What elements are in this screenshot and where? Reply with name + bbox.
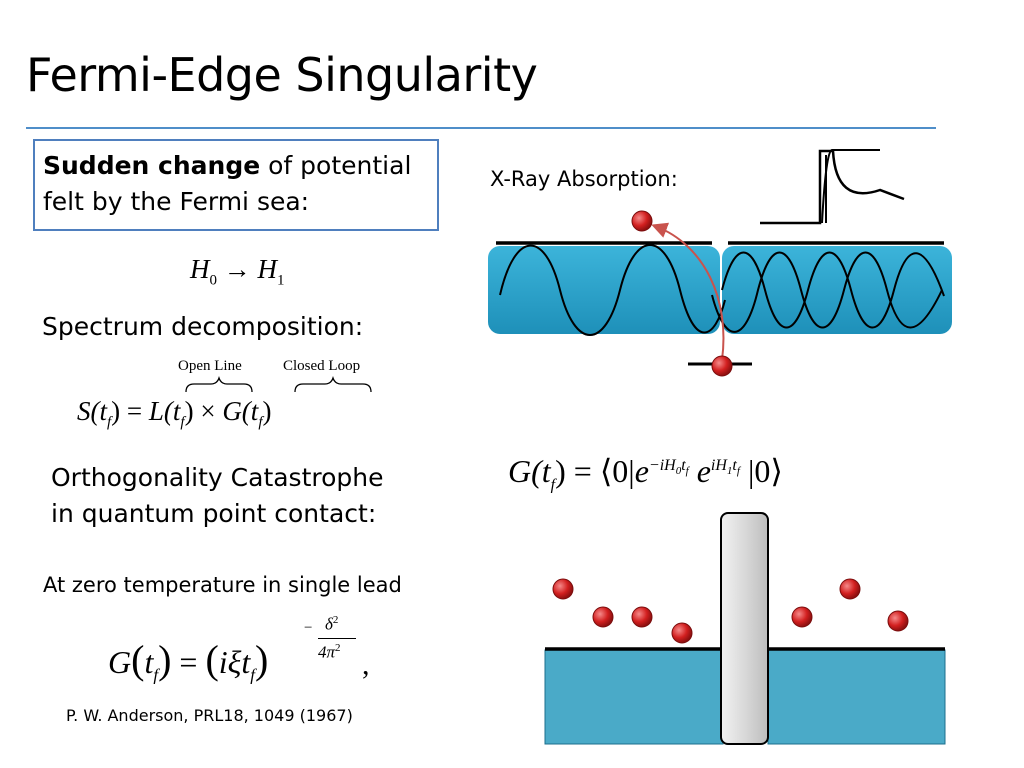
statement-text: Sudden change of potential felt by the F… bbox=[43, 148, 438, 220]
exp1-text: −iH bbox=[648, 457, 676, 475]
fermi-sea-left bbox=[488, 246, 720, 334]
exponent-numerator: δ2 bbox=[325, 614, 338, 635]
closed-loop-brace bbox=[294, 375, 372, 393]
sub-f: f bbox=[107, 414, 112, 431]
h0-symbol: H bbox=[190, 254, 210, 284]
pi-sup: 2 bbox=[335, 642, 341, 654]
particle bbox=[671, 622, 693, 644]
statement-bold: Sudden change bbox=[43, 151, 261, 180]
g-of-t: G(t bbox=[222, 396, 259, 426]
title-divider bbox=[26, 127, 936, 129]
t-symbol: t bbox=[144, 644, 154, 680]
xray-label: X-Ray Absorption: bbox=[490, 167, 678, 191]
i-xi-t: iξt bbox=[218, 644, 251, 680]
wave-right-b bbox=[711, 251, 943, 333]
fermi-sea-right bbox=[722, 246, 952, 334]
exp2-text: iH bbox=[710, 457, 727, 475]
delta-sup: 2 bbox=[332, 614, 339, 626]
exponent-fraction-bar bbox=[318, 638, 356, 639]
particle bbox=[631, 606, 653, 628]
particle bbox=[791, 606, 813, 628]
equals: ) = bbox=[555, 453, 592, 489]
g-close: ) bbox=[262, 396, 272, 426]
spectrum-heading: Spectrum decomposition: bbox=[42, 312, 364, 341]
absorption-edge-curve-2 bbox=[821, 149, 880, 224]
sub-f: f bbox=[153, 665, 159, 685]
exp1-tsub: f bbox=[685, 465, 689, 478]
sub-f: f bbox=[550, 476, 556, 494]
particle bbox=[552, 578, 574, 600]
particle bbox=[887, 610, 909, 632]
slide-title: Fermi-Edge Singularity bbox=[26, 48, 538, 102]
overlap-formula: G(tf) = ⟨0|e−iH0tf eiH1tf |0⟩ bbox=[508, 452, 783, 494]
h0-subscript: 0 bbox=[209, 272, 218, 289]
four-pi: 4π bbox=[318, 642, 336, 662]
statement-rest: of potential felt by the Fermi sea: bbox=[43, 151, 412, 216]
h1-symbol: H bbox=[257, 254, 278, 284]
excitation-arrow bbox=[651, 222, 725, 361]
wave-left bbox=[499, 244, 726, 336]
exp1-t: t bbox=[681, 457, 686, 475]
l-of-t: L(t bbox=[148, 396, 181, 426]
orthogonality-line2: in quantum point contact: bbox=[51, 499, 377, 528]
orthogonality-heading: Orthogonality Catastrophe in quantum poi… bbox=[51, 460, 384, 532]
equals: = bbox=[179, 644, 198, 680]
qpc-lead-right bbox=[767, 649, 946, 745]
sub-f: f bbox=[180, 414, 185, 431]
h1-subscript: 1 bbox=[277, 272, 285, 289]
exponent-minus: − bbox=[304, 620, 313, 636]
g-symbol: G bbox=[108, 644, 132, 680]
exp-e2: e bbox=[696, 453, 711, 489]
zero-temp-formula: G(tf) = (iξtf) bbox=[108, 637, 269, 685]
sub-f: f bbox=[250, 665, 255, 685]
times-symbol: × bbox=[200, 396, 216, 426]
absorption-edge-curve bbox=[760, 149, 905, 225]
g-of-t: G(t bbox=[508, 453, 551, 489]
ket-zero: |0⟩ bbox=[747, 453, 783, 489]
zero-temp-text: At zero temperature in single lead bbox=[43, 573, 402, 597]
exp2-tsub: f bbox=[736, 465, 740, 478]
equals: ) = bbox=[111, 396, 143, 426]
core-hole bbox=[711, 355, 733, 377]
open-line-brace bbox=[185, 375, 253, 393]
particle bbox=[592, 606, 614, 628]
open-line-label: Open Line bbox=[178, 358, 242, 374]
exp1-sub: 0 bbox=[675, 465, 682, 478]
statement-box bbox=[33, 139, 439, 231]
excited-electron bbox=[631, 210, 653, 232]
orthogonality-line1: Orthogonality Catastrophe bbox=[51, 463, 384, 492]
citation: P. W. Anderson, PRL18, 1049 (1967) bbox=[66, 706, 353, 725]
exp-e1: e bbox=[634, 453, 649, 489]
formula-comma: , bbox=[362, 648, 370, 681]
arrow-symbol: → bbox=[223, 254, 251, 284]
delta: δ bbox=[325, 614, 333, 634]
closed-loop-label: Closed Loop bbox=[283, 358, 361, 374]
exp2-t: t bbox=[732, 457, 737, 475]
bra-zero: ⟨0| bbox=[599, 453, 635, 489]
exp2-sub: 1 bbox=[726, 465, 733, 478]
sub-f: f bbox=[258, 414, 263, 431]
qpc-lead-left bbox=[544, 649, 724, 745]
exponent-denominator: 4π2 bbox=[318, 642, 341, 663]
qpc-barrier bbox=[720, 512, 769, 745]
decomposition-formula: S(tf) = L(tf) × G(tf) bbox=[77, 396, 271, 431]
s-of-t: S(t bbox=[77, 396, 107, 426]
hamiltonian-change: H0 → H1 bbox=[190, 254, 285, 289]
particle bbox=[839, 578, 861, 600]
l-close: ) bbox=[184, 396, 194, 426]
